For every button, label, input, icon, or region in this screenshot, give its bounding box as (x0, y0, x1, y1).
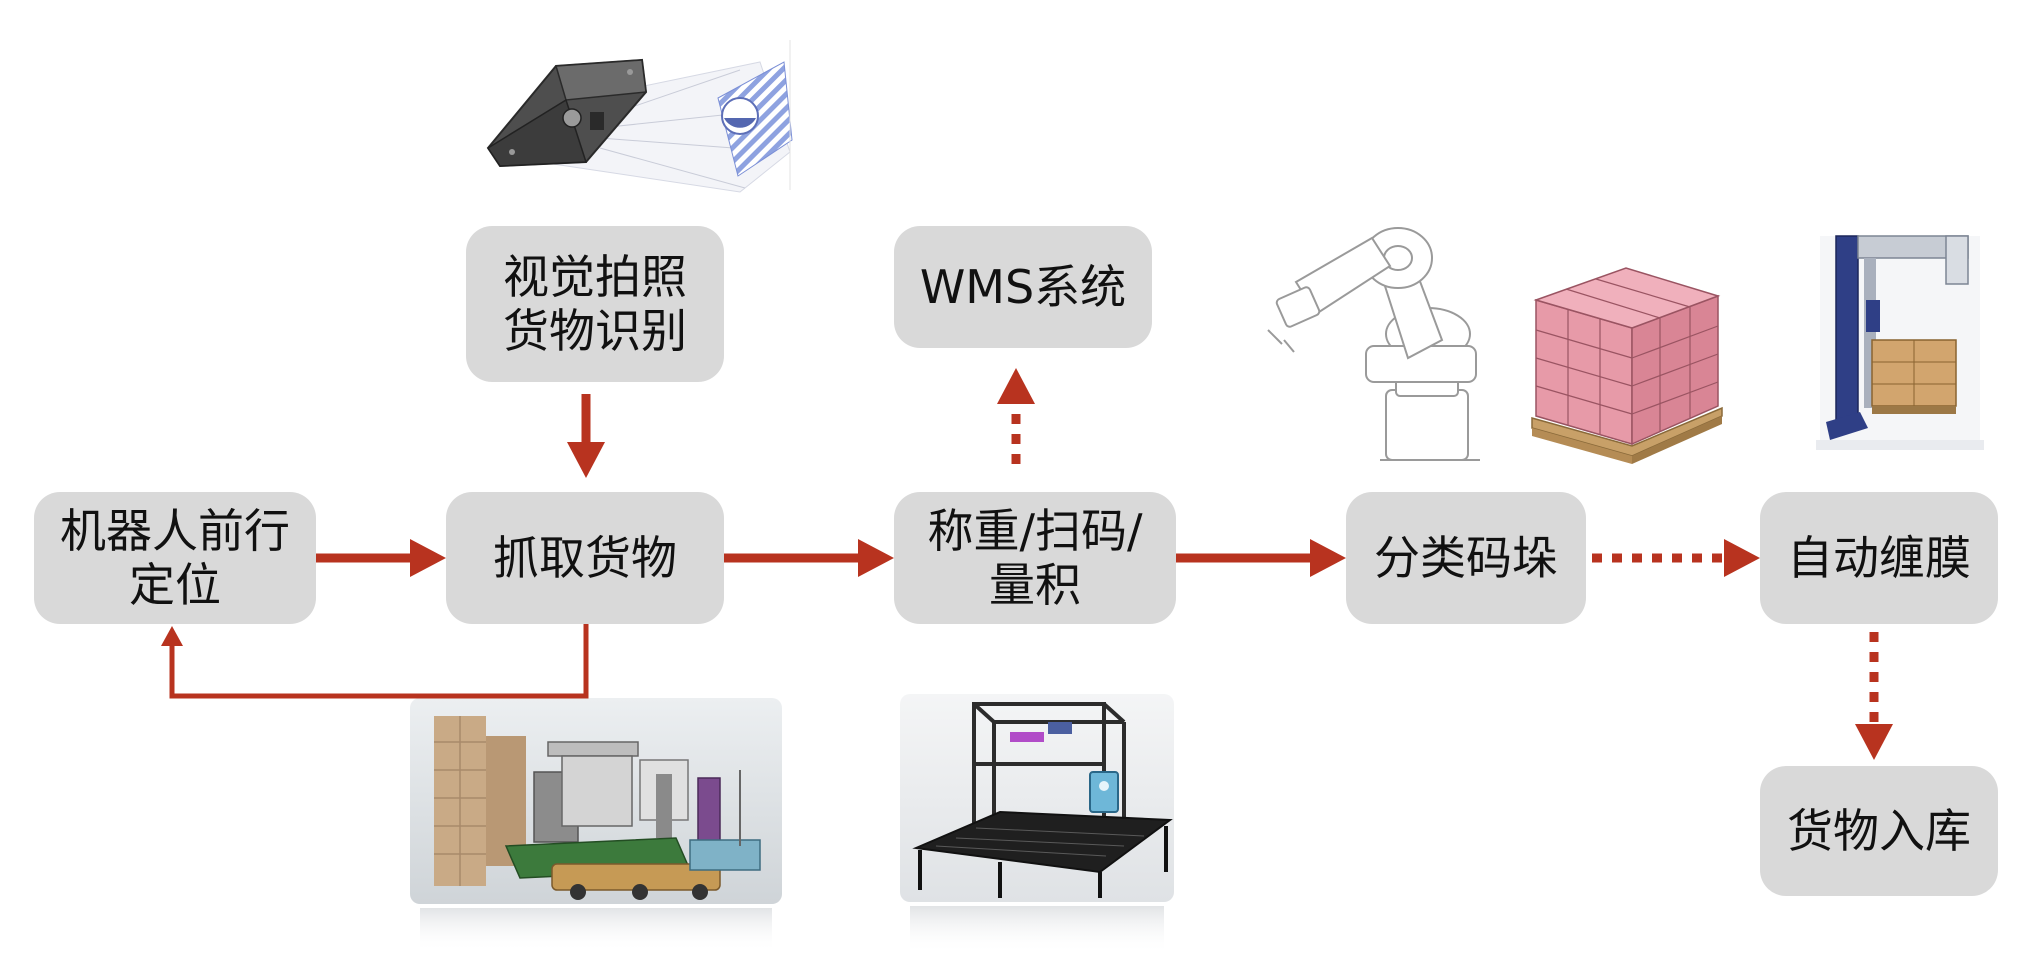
vision-recognition-node: 视觉拍照 货物识别 (466, 226, 724, 382)
3d-camera-illustration (486, 40, 793, 193)
weigh-scan-line-1: 称重/扫码/ (927, 503, 1143, 558)
edge-grab-to-weigh-scan (724, 539, 894, 577)
vision-line-1: 视觉拍照 (503, 249, 687, 304)
wms-system-node: WMS系统 (894, 226, 1152, 348)
robot-positioning-line-2: 定位 (129, 558, 221, 612)
grab-goods-node: 抓取货物 (446, 492, 724, 624)
arrowhead (997, 368, 1035, 404)
edge-weigh-scan-to-wms (997, 368, 1035, 464)
warehousing-line-1: 货物入库 (1787, 803, 1971, 858)
pallet-boxes-illustration (1531, 267, 1723, 464)
stretch-wrapper-illustration (1816, 235, 1984, 450)
auto-wrap-line-1: 自动缠膜 (1787, 530, 1971, 585)
weigh-scan-measure-node: 称重/扫码/ 量积 (894, 492, 1176, 624)
edge-grab-to-robot-positioning (161, 624, 589, 699)
weighing-conveyor-illustration (900, 694, 1174, 954)
arrowhead (1724, 539, 1760, 577)
warehousing-node: 货物入库 (1760, 766, 1998, 896)
edge-weigh-scan-to-sort-stack (1176, 539, 1346, 577)
grab-line-1: 抓取货物 (493, 530, 677, 585)
robot-positioning-node: 机器人前行 定位 (34, 492, 316, 624)
robot-positioning-line-1: 机器人前行 (60, 503, 290, 558)
weigh-scan-line-2: 量积 (989, 558, 1081, 612)
arrowhead (410, 539, 446, 577)
arrowhead (858, 539, 894, 577)
arrowhead (1310, 539, 1346, 577)
wms-line-1: WMS系统 (919, 259, 1127, 314)
arrowhead (567, 442, 605, 478)
edge-line (169, 624, 589, 699)
edge-auto-wrap-to-warehousing (1855, 632, 1893, 760)
robot-arm-illustration (1267, 227, 1480, 461)
auto-wrapping-node: 自动缠膜 (1760, 492, 1998, 624)
sort-stack-line-1: 分类码垛 (1374, 530, 1558, 585)
edge-vision-to-grab (567, 394, 605, 478)
edge-robot-positioning-to-grab (316, 539, 446, 577)
arrowhead (1855, 724, 1893, 760)
edge-sort-stack-to-auto-wrap (1592, 539, 1760, 577)
vision-line-2: 货物识别 (503, 304, 687, 358)
robot-truck-unloading-illustration (410, 698, 782, 952)
arrowhead (161, 626, 183, 646)
edges-layer (161, 368, 1893, 760)
sort-palletize-node: 分类码垛 (1346, 492, 1586, 624)
